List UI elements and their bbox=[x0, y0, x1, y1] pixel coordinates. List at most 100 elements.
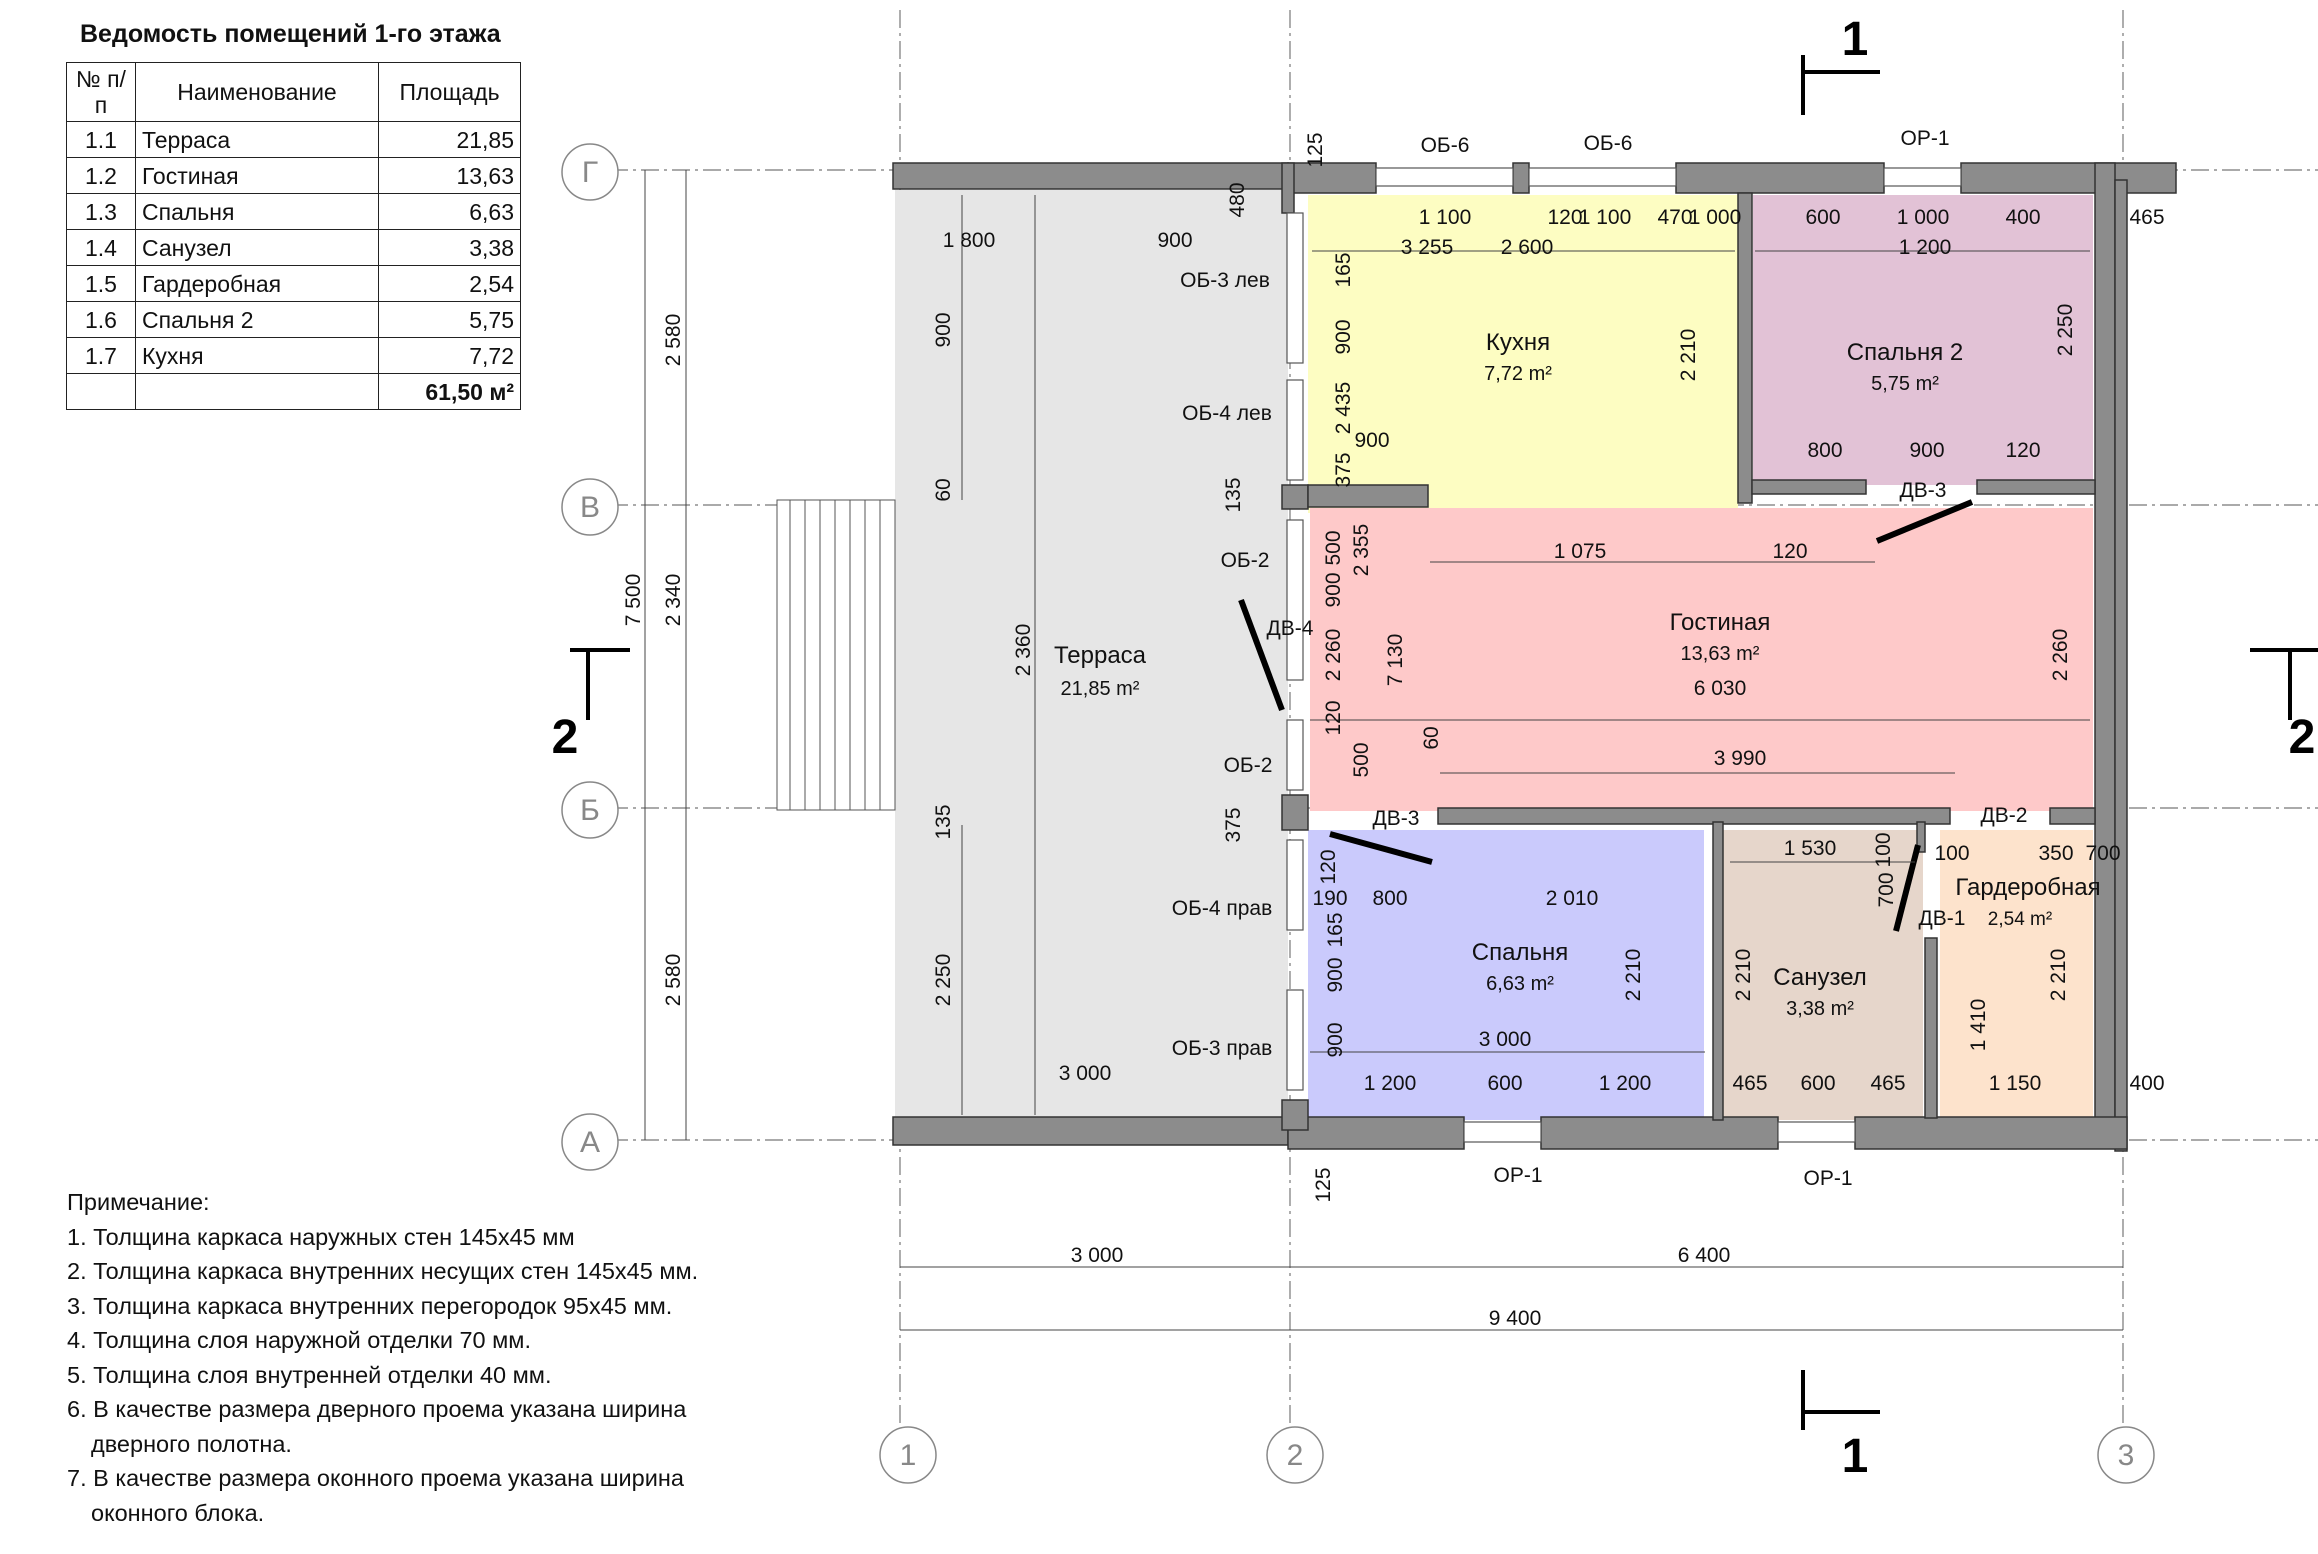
axis-row-label: Б bbox=[580, 794, 600, 827]
dim-text: 120 bbox=[2005, 439, 2040, 462]
opening-label: ОБ-2 bbox=[1221, 549, 1270, 572]
room-fill-living bbox=[1310, 508, 2093, 811]
dim-text: 1 100 bbox=[1579, 206, 1632, 229]
row-name: Кухня bbox=[135, 337, 379, 374]
row-name: Санузел bbox=[135, 229, 379, 266]
dim-text: 2 340 bbox=[662, 574, 685, 627]
room-name: Кухня bbox=[1486, 329, 1550, 356]
dim-text: 400 bbox=[2129, 1072, 2164, 1095]
dim-text: 2 010 bbox=[1546, 887, 1599, 910]
row-num: 1.5 bbox=[66, 265, 136, 302]
section-label: 1 bbox=[1842, 13, 1869, 66]
room-name: Спальня bbox=[1472, 939, 1568, 966]
dim-text: 6 400 bbox=[1678, 1244, 1731, 1267]
dim-text: 2 210 bbox=[2047, 949, 2070, 1002]
opening-label: ОБ-3 лев bbox=[1180, 269, 1270, 292]
note-item: 2. Толщина каркаса внутренних несущих ст… bbox=[67, 1258, 699, 1284]
axis-markers bbox=[561, 143, 2155, 1484]
dim-text: 800 bbox=[1372, 887, 1407, 910]
axis-row-label: В bbox=[580, 491, 600, 524]
table-total-row: 61,50 м² bbox=[66, 373, 521, 410]
dim-text: 900 bbox=[1322, 572, 1345, 607]
dim-text: 1 200 bbox=[1899, 236, 1952, 259]
note-item: 5. Толщина слоя внутренней отделки 40 мм… bbox=[67, 1361, 552, 1388]
dim-text: 100 bbox=[1872, 832, 1895, 867]
notes-block: Примечание: 1. Толщина каркаса наружных … bbox=[67, 1185, 787, 1530]
row-name: Терраса bbox=[135, 121, 379, 158]
dim-text: 375 bbox=[1222, 807, 1245, 842]
dim-text: 1 100 bbox=[1419, 206, 1472, 229]
dim-text: 165 bbox=[1332, 252, 1355, 287]
opening-label: ОБ-3 прав bbox=[1172, 1037, 1273, 1060]
dim-text: 7 130 bbox=[1384, 634, 1407, 687]
room-fill-bathroom bbox=[1723, 830, 1923, 1120]
dim-text: 2 580 bbox=[662, 954, 685, 1007]
dim-text: 1 000 bbox=[1689, 206, 1742, 229]
dim-text: 120 bbox=[1772, 540, 1807, 563]
walls bbox=[892, 162, 2177, 1152]
windows bbox=[1286, 167, 1962, 1143]
section-label: 2 bbox=[2289, 711, 2316, 764]
section-label: 1 bbox=[1842, 1430, 1869, 1483]
dim-text: 3 255 bbox=[1401, 236, 1454, 259]
room-fill-wardrobe bbox=[1940, 830, 2093, 1120]
section-markers bbox=[570, 55, 2318, 1430]
dim-text: 480 bbox=[1226, 182, 1249, 217]
dim-text: 600 bbox=[1487, 1072, 1522, 1095]
dim-text: 2 355 bbox=[1350, 524, 1373, 577]
dim-text: 375 bbox=[1332, 452, 1355, 487]
dim-text: 2 250 bbox=[932, 954, 955, 1007]
row-num: 1.1 bbox=[66, 121, 136, 158]
opening-label: ОБ-4 прав bbox=[1172, 897, 1273, 920]
dim-text: 125 bbox=[1304, 132, 1327, 167]
room-name: Гардеробная bbox=[1955, 874, 2100, 901]
opening-label: ОБ-4 лев bbox=[1182, 402, 1272, 425]
table-header-row: № п/п Наименование Площадь bbox=[66, 62, 521, 122]
opening-label: ДВ-3 bbox=[1373, 807, 1420, 830]
room-fill-kitchen bbox=[1308, 195, 1738, 513]
dim-text: 1 200 bbox=[1364, 1072, 1417, 1095]
dim-text: 120 bbox=[1547, 206, 1582, 229]
row-name: Гостиная bbox=[135, 157, 379, 194]
room-fill-bedroom2 bbox=[1753, 195, 2093, 485]
opening-label: ОБ-2 bbox=[1224, 754, 1273, 777]
dim-text: 900 bbox=[1324, 957, 1347, 992]
opening-label: ОБ-6 bbox=[1421, 134, 1470, 157]
axis-col-label: 2 bbox=[1287, 1439, 1304, 1472]
opening-label: ОР-1 bbox=[1493, 1164, 1542, 1187]
dim-text: 465 bbox=[2129, 206, 2164, 229]
dim-text: 600 bbox=[1805, 206, 1840, 229]
dim-text: 2 600 bbox=[1501, 236, 1554, 259]
dimension-lines bbox=[644, 170, 2123, 1331]
dim-text: 500 bbox=[1350, 742, 1373, 777]
dim-text: 6 030 bbox=[1694, 677, 1747, 700]
room-name: Спальня 2 bbox=[1847, 339, 1963, 366]
col-area-header: Площадь bbox=[378, 62, 521, 122]
room-area: 6,63 m² bbox=[1486, 973, 1554, 995]
room-area: 3,38 m² bbox=[1786, 998, 1854, 1020]
dim-text: 1 000 bbox=[1897, 206, 1950, 229]
dim-text: 3 990 bbox=[1714, 747, 1767, 770]
dim-text: 600 bbox=[1800, 1072, 1835, 1095]
dim-text: 1 410 bbox=[1967, 999, 1990, 1052]
note-item: 3. Толщина каркаса внутренних перегородо… bbox=[67, 1292, 673, 1319]
dim-text: 125 bbox=[1312, 1167, 1335, 1202]
dim-text: 2 260 bbox=[2049, 629, 2072, 682]
dim-text: 3 000 bbox=[1071, 1244, 1124, 1267]
row-num: 1.6 bbox=[66, 301, 136, 338]
dim-text: 1 075 bbox=[1554, 540, 1607, 563]
section-label: 2 bbox=[552, 711, 579, 764]
room-fill-terrace bbox=[895, 190, 1288, 1117]
total-area: 61,50 м² bbox=[378, 373, 521, 410]
opening-label: ОР-1 bbox=[1803, 1167, 1852, 1190]
dim-text: 135 bbox=[932, 804, 955, 839]
dim-text: 350 bbox=[2038, 842, 2073, 865]
axis-row-label: Г bbox=[582, 156, 598, 189]
opening-label: ДВ-3 bbox=[1900, 479, 1947, 502]
dim-text: 120 bbox=[1317, 849, 1340, 884]
dim-text: 2 580 bbox=[662, 314, 685, 367]
dim-text: 470 bbox=[1657, 206, 1692, 229]
dim-text: 400 bbox=[2005, 206, 2040, 229]
row-area: 6,63 bbox=[378, 193, 521, 230]
